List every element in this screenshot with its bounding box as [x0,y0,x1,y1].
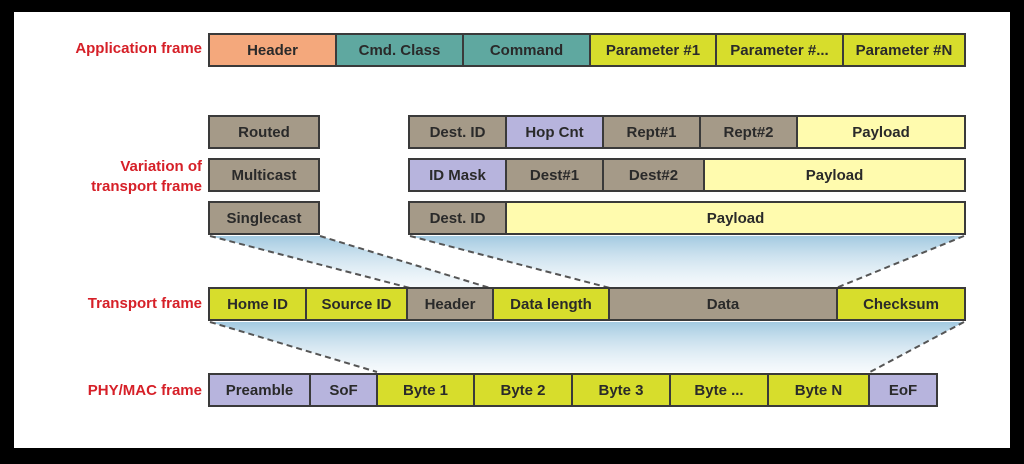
transport-home-id-field: Home ID [210,289,307,319]
singlecast-funnel-left [210,236,490,288]
app-header-field: Header [210,35,337,65]
phymac-preamble-field: Preamble [210,375,311,405]
transport-data-length-field: Data length [494,289,610,319]
application-frame-row: Header Cmd. Class Command Parameter #1 P… [208,33,966,67]
routed-type-box: Routed [208,115,320,149]
transport-data-field: Data [610,289,838,319]
app-command-field: Command [464,35,591,65]
phymac-frame-label: PHY/MAC frame [87,382,202,399]
transport-header-field: Header [408,289,494,319]
singlecast-payload-field: Payload [507,203,964,233]
routed-rept2-field: Rept#2 [701,117,798,147]
phymac-sof-field: SoF [311,375,378,405]
routed-rept1-field: Rept#1 [604,117,701,147]
routed-payload-field: Payload [798,117,964,147]
transport-source-id-field: Source ID [307,289,408,319]
multicast-dest1-field: Dest#1 [507,160,604,190]
phymac-eof-field: EoF [870,375,936,405]
multicast-frame-row: ID Mask Dest#1 Dest#2 Payload [408,158,966,192]
multicast-id-mask-field: ID Mask [410,160,507,190]
routed-dest-id-field: Dest. ID [410,117,507,147]
phymac-byte-ellipsis-field: Byte ... [671,375,769,405]
app-parameter-1-field: Parameter #1 [591,35,717,65]
app-parameter-n-field: Parameter #N [844,35,964,65]
app-parameter-ellipsis-field: Parameter #... [717,35,844,65]
transport-frame-label: Transport frame [87,295,202,312]
singlecast-frame-row: Dest. ID Payload [408,201,966,235]
transport-frame-row: Home ID Source ID Header Data length Dat… [208,287,966,321]
phymac-funnel [210,322,964,372]
phymac-byten-field: Byte N [769,375,870,405]
variation-label-line2: transport frame [91,178,202,195]
phymac-frame-row: Preamble SoF Byte 1 Byte 2 Byte 3 Byte .… [208,373,938,407]
routed-frame-row: Dest. ID Hop Cnt Rept#1 Rept#2 Payload [408,115,966,149]
transport-checksum-field: Checksum [838,289,964,319]
phymac-byte2-field: Byte 2 [475,375,573,405]
phymac-byte3-field: Byte 3 [573,375,671,405]
singlecast-type-box: Singlecast [208,201,320,235]
multicast-type-box: Multicast [208,158,320,192]
app-cmd-class-field: Cmd. Class [337,35,464,65]
phymac-byte1-field: Byte 1 [378,375,475,405]
routed-hop-cnt-field: Hop Cnt [507,117,604,147]
singlecast-dest-id-field: Dest. ID [410,203,507,233]
application-frame-label: Application frame [75,40,202,57]
multicast-payload-field: Payload [705,160,964,190]
singlecast-funnel-right [410,236,964,288]
variation-label-line1: Variation of [120,158,202,175]
multicast-dest2-field: Dest#2 [604,160,705,190]
